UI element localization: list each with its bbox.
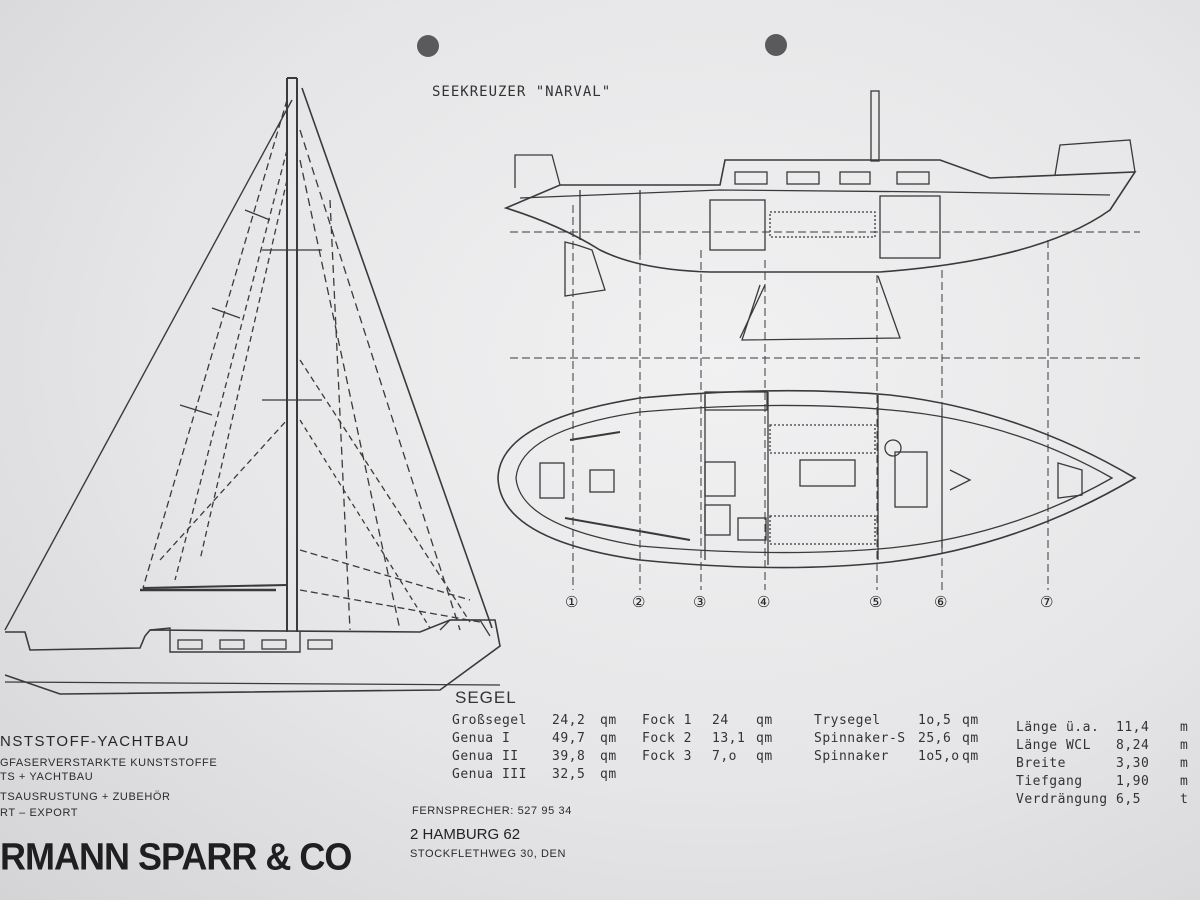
dimension-unit: m <box>1180 738 1189 753</box>
dimension-name: Breite <box>1016 756 1066 771</box>
sail-row: Spinnaker-S 25,6 qm <box>814 731 979 749</box>
sail-value: 24 <box>712 713 729 728</box>
sail-name: Genua I <box>452 731 511 746</box>
dimension-unit: m <box>1180 720 1189 735</box>
sail-name: Spinnaker <box>814 749 889 764</box>
company-line: TS + YACHTBAU <box>0 771 94 783</box>
sail-value: 49,7 <box>552 731 586 746</box>
dimension-value: 6,5 <box>1116 792 1141 807</box>
company-line: TSAUSRUSTUNG + ZUBEHÖR <box>0 791 171 803</box>
dimension-value: 1,90 <box>1116 774 1150 789</box>
sails-column-3: Trysegel 1o,5 qm Spinnaker-S 25,6 qm Spi… <box>814 713 979 767</box>
dimension-unit: m <box>1180 774 1189 789</box>
sail-name: Spinnaker-S <box>814 731 906 746</box>
sail-unit: qm <box>600 749 617 764</box>
sail-value: 13,1 <box>712 731 746 746</box>
sail-plan <box>4 77 501 695</box>
dimension-name: Länge ü.a. <box>1016 720 1100 735</box>
sail-name: Genua III <box>452 767 527 782</box>
sail-row: Fock 1 24 qm <box>642 713 773 731</box>
plan-view <box>497 205 1140 590</box>
dimension-name: Länge WCL <box>1016 738 1091 753</box>
dimension-row: Tiefgang 1,90 m <box>1016 774 1188 792</box>
dimension-value: 11,4 <box>1116 720 1150 735</box>
dimension-name: Tiefgang <box>1016 774 1083 789</box>
dimension-row: Länge WCL 8,24 m <box>1016 738 1188 756</box>
sail-name: Fock 2 <box>642 731 692 746</box>
sail-name: Genua II <box>452 749 519 764</box>
station-label: ⑥ <box>934 594 948 611</box>
dimension-row: Länge ü.a. 11,4 m <box>1016 720 1188 738</box>
station-label: ① <box>565 594 579 611</box>
sail-name: Großsegel <box>452 713 527 728</box>
sail-value: 25,6 <box>918 731 952 746</box>
station-label: ② <box>632 594 646 611</box>
sail-unit: qm <box>756 713 773 728</box>
sail-value: 32,5 <box>552 767 586 782</box>
sail-value: 1o,5 <box>918 713 952 728</box>
dimension-row: Breite 3,30 m <box>1016 756 1188 774</box>
sail-row: Fock 3 7,o qm <box>642 749 773 767</box>
sail-row: Großsegel 24,2 qm <box>452 713 617 731</box>
station-label: ③ <box>693 594 707 611</box>
profile-view <box>503 90 1137 341</box>
dimension-unit: m <box>1180 756 1189 771</box>
dimension-value: 3,30 <box>1116 756 1150 771</box>
dimension-value: 8,24 <box>1116 738 1150 753</box>
sail-unit: qm <box>962 749 979 764</box>
sail-name: Fock 1 <box>642 713 692 728</box>
sail-unit: qm <box>600 731 617 746</box>
dimension-row: Verdrängung 6,5 t <box>1016 792 1188 810</box>
phone-number: FERNSPRECHER: 527 95 34 <box>412 805 572 817</box>
sail-row: Genua II 39,8 qm <box>452 749 617 767</box>
sail-unit: qm <box>600 713 617 728</box>
company-line: GFASERVERSTARKTE KUNSTSTOFFE <box>0 757 218 769</box>
station-label: ④ <box>757 594 771 611</box>
sail-row: Genua I 49,7 qm <box>452 731 617 749</box>
punch-hole-left <box>417 35 439 57</box>
street-address: STOCKFLETHWEG 30, DEN <box>410 848 567 860</box>
sails-column-1: Großsegel 24,2 qm Genua I 49,7 qm Genua … <box>452 713 617 785</box>
sail-unit: qm <box>756 749 773 764</box>
sail-value: 7,o <box>712 749 737 764</box>
sail-unit: qm <box>756 731 773 746</box>
sail-name: Fock 3 <box>642 749 692 764</box>
company-tagline: NSTSTOFF-YACHTBAU <box>0 733 190 750</box>
sail-unit: qm <box>600 767 617 782</box>
city-address: 2 HAMBURG 62 <box>410 826 521 843</box>
sail-value: 39,8 <box>552 749 586 764</box>
company-line: RT – EXPORT <box>0 807 79 819</box>
sail-name: Trysegel <box>814 713 881 728</box>
station-label: ⑤ <box>869 594 883 611</box>
sail-row: Fock 2 13,1 qm <box>642 731 773 749</box>
drawing-title: SEEKREUZER "NARVAL" <box>432 84 612 100</box>
sail-row: Trysegel 1o,5 qm <box>814 713 979 731</box>
sails-column-2: Fock 1 24 qm Fock 2 13,1 qm Fock 3 7,o q… <box>642 713 773 767</box>
station-label: ⑦ <box>1040 594 1054 611</box>
sail-value: 24,2 <box>552 713 586 728</box>
punch-hole-right <box>765 34 787 56</box>
company-name: RMANN SPARR & CO <box>0 834 352 878</box>
sail-value: 1o5,o <box>918 749 960 764</box>
sails-heading: SEGEL <box>455 688 517 707</box>
sail-row: Spinnaker 1o5,o qm <box>814 749 979 767</box>
dimensions-table: Länge ü.a. 11,4 m Länge WCL 8,24 m Breit… <box>1016 720 1188 810</box>
dimension-name: Verdrängung <box>1016 792 1108 807</box>
dimension-unit: t <box>1180 792 1189 807</box>
sail-row: Genua III 32,5 qm <box>452 767 617 785</box>
sail-unit: qm <box>962 731 979 746</box>
sail-unit: qm <box>962 713 979 728</box>
